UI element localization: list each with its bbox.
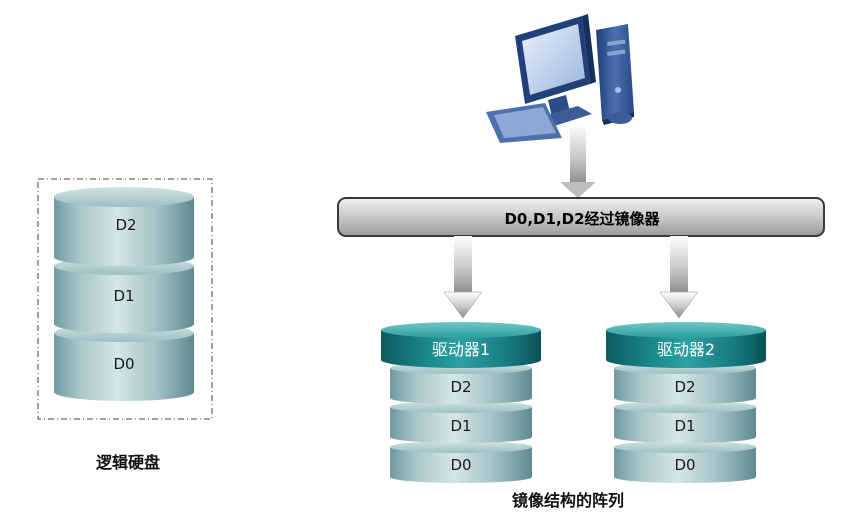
drive-2-layer-d1: D1 — [614, 401, 756, 443]
logical-disk-layer-d2: D2 — [54, 187, 194, 266]
drive-2-label-d0: D0 — [674, 456, 695, 474]
logical-disk-label-d2: D2 — [115, 216, 136, 234]
drive-1-layer-d2: D2 — [390, 362, 532, 404]
bus-to-drive2-arrow — [659, 236, 699, 319]
drive-2-layer-d2: D2 — [614, 362, 756, 404]
logical-disk-layer-d1: D1 — [54, 257, 194, 333]
drive-1-stack: D0 D1 D2 驱动器1 — [381, 322, 541, 483]
drive-2-label-d2: D2 — [674, 378, 695, 396]
logical-disk-stack: D0 D1 D2 — [54, 187, 194, 401]
logical-disk-layer-d0: D0 — [54, 324, 194, 401]
array-caption: 镜像结构的阵列 — [512, 491, 624, 510]
drive-1-name: 驱动器1 — [432, 340, 490, 359]
drive-1-label-d2: D2 — [450, 378, 471, 396]
bus-to-drive1-arrow — [443, 236, 483, 319]
drive-2-name: 驱动器2 — [657, 340, 715, 359]
logical-disk-caption: 逻辑硬盘 — [96, 453, 160, 472]
desktop-computer-icon — [486, 14, 634, 143]
drive-1-label-d1: D1 — [450, 417, 471, 435]
drive-2-layer-d0: D0 — [614, 441, 756, 483]
computer-to-bus-arrow — [560, 124, 596, 198]
drive-1-layer-d0: D0 — [390, 441, 532, 483]
drive-1-label-d0: D0 — [450, 456, 471, 474]
drive-2-header: 驱动器2 — [606, 322, 766, 368]
logical-disk-label-d0: D0 — [113, 355, 134, 373]
mirror-bus-bar: D0,D1,D2经过镜像器 — [337, 197, 825, 237]
logical-disk-frame — [37, 178, 213, 420]
drive-2-stack: D0 D1 D2 驱动器2 — [606, 322, 766, 483]
mirror-bus-label: D0,D1,D2经过镜像器 — [504, 210, 660, 228]
drive-1-header: 驱动器1 — [381, 322, 541, 368]
logical-disk-label-d1: D1 — [113, 287, 134, 305]
drive-1-layer-d1: D1 — [390, 401, 532, 443]
drive-2-label-d1: D1 — [674, 417, 695, 435]
